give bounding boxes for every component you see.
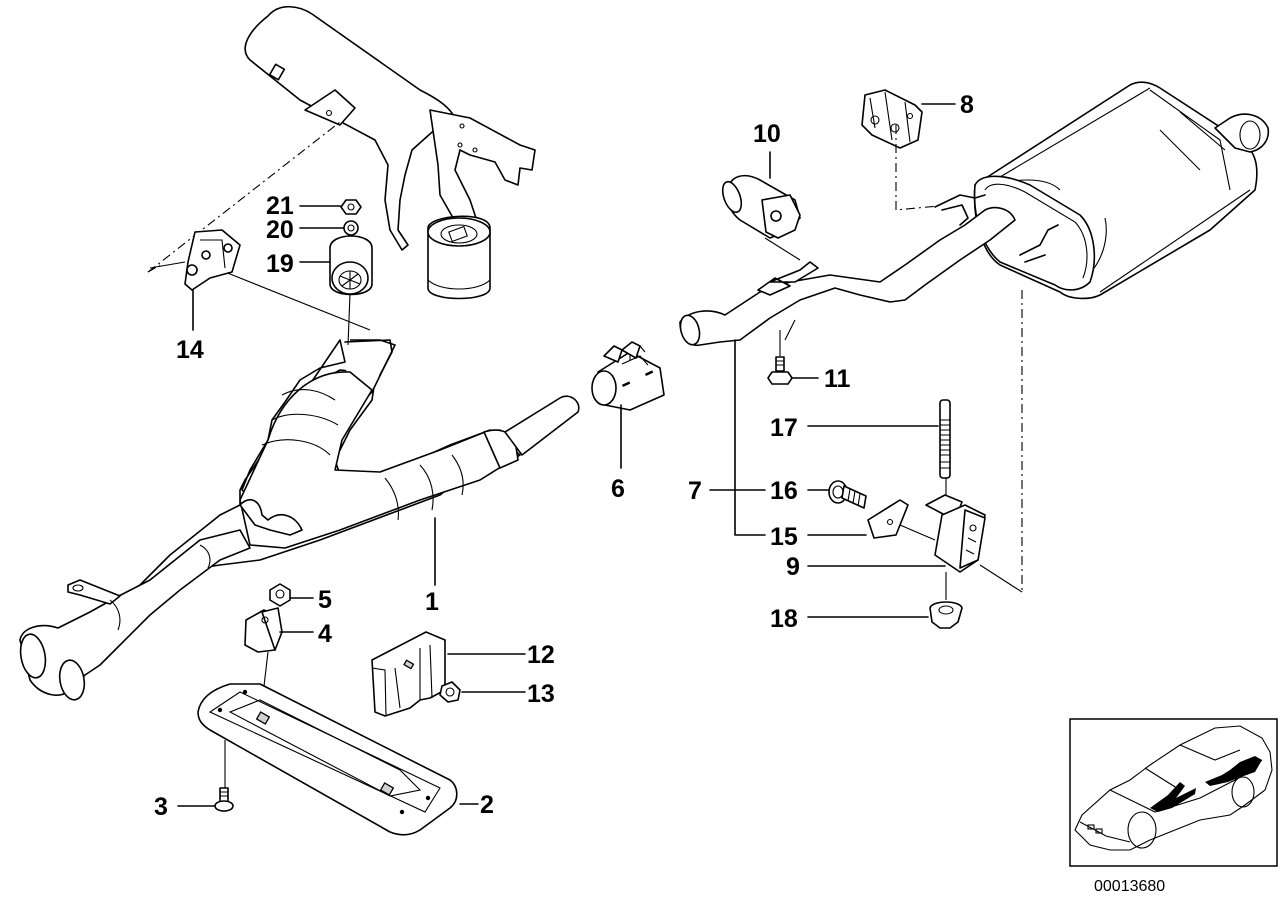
callout-19: 19 [266, 250, 294, 278]
callout-17: 17 [770, 414, 798, 442]
part-4-rubber-mount [244, 607, 283, 653]
callout-9: 9 [786, 553, 800, 581]
leader-line-7 [709, 339, 766, 536]
callout-15: 15 [770, 523, 798, 551]
callout-6: 6 [611, 475, 625, 503]
callout-18: 18 [770, 605, 798, 633]
part-10-rubber-mount [721, 174, 801, 239]
part-9-rubber-mount [925, 494, 986, 573]
callout-8: 8 [960, 91, 974, 119]
part-1-front-pipe [19, 339, 580, 701]
callout-5: 5 [318, 586, 332, 614]
diagram-code: 00013680 [1094, 878, 1165, 895]
callout-2: 2 [480, 791, 494, 819]
part-15-plate [867, 499, 909, 539]
callout-12: 12 [527, 641, 555, 669]
part-3-bolt [214, 787, 234, 812]
part-21-nut [340, 199, 362, 215]
callout-10: 10 [753, 120, 781, 148]
part-11-hex-bolt [767, 356, 793, 385]
callout-11: 11 [824, 365, 851, 393]
car-location-inset [1069, 718, 1278, 867]
part-17-stud [939, 399, 951, 479]
part-18-nut [929, 601, 963, 629]
part-16-bolt [828, 480, 867, 509]
guide-line [147, 264, 161, 273]
callout-16: 16 [770, 477, 798, 505]
callout-14: 14 [176, 336, 204, 364]
callout-3: 3 [154, 793, 168, 821]
guide-line [149, 261, 371, 331]
part-19-rubber-mount [329, 235, 373, 296]
callout-1: 1 [425, 588, 439, 616]
part-2-heat-shield [197, 683, 458, 836]
guide-line [147, 121, 341, 273]
part-6-clamp [591, 341, 665, 411]
part-12-bracket [371, 631, 446, 717]
callout-4: 4 [318, 620, 332, 648]
callout-7: 7 [688, 477, 702, 505]
guide-line [895, 125, 939, 211]
part-7-rear-muffler [679, 81, 1270, 347]
part-13-nut [439, 681, 461, 703]
part-8-bracket [861, 89, 923, 149]
callout-21: 21 [266, 192, 294, 220]
callout-20: 20 [266, 216, 294, 244]
part-5-nut [269, 583, 291, 607]
part-20-washer [343, 220, 359, 236]
transmission-mount-assembly [244, 5, 536, 300]
part-14-bracket [184, 229, 241, 291]
callout-13: 13 [527, 680, 555, 708]
